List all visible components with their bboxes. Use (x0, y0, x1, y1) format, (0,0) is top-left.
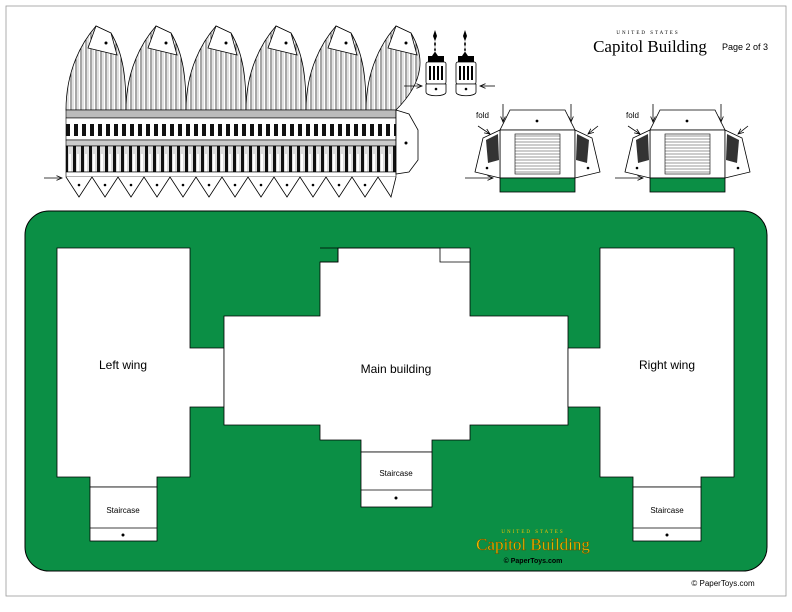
fold-label: fold (476, 111, 489, 120)
logo-kicker: UNITED STATES (501, 530, 564, 535)
drum-band-bottom (65, 171, 397, 178)
arrow-icon (588, 125, 599, 134)
arrow-icon (627, 125, 640, 134)
lantern-right (455, 30, 477, 97)
left-wing-outline (56, 247, 225, 488)
staircase-center-label: Staircase (379, 469, 413, 478)
footer-copyright: © PaperToys.com (691, 579, 755, 588)
left-wing-label: Left wing (99, 358, 147, 372)
bottom-tabs (65, 176, 397, 198)
staircase-right-label: Staircase (650, 506, 684, 515)
drum-band-top (65, 109, 397, 119)
arrow-icon (738, 125, 749, 134)
right-wing-label: Right wing (639, 358, 695, 372)
arrow-icon (477, 125, 490, 134)
capitol-logo: UNITED STATES Capitol Building © PaperTo… (476, 530, 591, 565)
logo-title: Capitol Building (476, 535, 590, 554)
staircase-left-label: Staircase (106, 506, 140, 515)
lantern-left (425, 30, 447, 97)
portico-left: fold (465, 104, 601, 193)
page-number: Page 2 of 3 (722, 42, 768, 52)
base-board: Left wing Main building Right wing Stair… (24, 210, 768, 572)
header-kicker: UNITED STATES (616, 31, 679, 36)
staircase-right (632, 486, 702, 542)
dome-petals (65, 25, 421, 111)
right-wing-outline (567, 247, 735, 488)
dome-cutout (44, 25, 421, 198)
header-title: Capitol Building (593, 37, 707, 56)
staircase-left (89, 486, 158, 542)
fold-label: fold (626, 111, 639, 120)
logo-credit: © PaperToys.com (504, 557, 563, 565)
page-border (5, 5, 787, 597)
drum-band-mid (65, 139, 397, 147)
header: UNITED STATES Capitol Building Page 2 of… (593, 31, 768, 56)
main-building-label: Main building (361, 362, 432, 376)
lantern-pieces (404, 30, 495, 97)
portico-right: fold (615, 104, 751, 193)
drum-windows (65, 117, 397, 141)
drum-columns (65, 145, 397, 173)
